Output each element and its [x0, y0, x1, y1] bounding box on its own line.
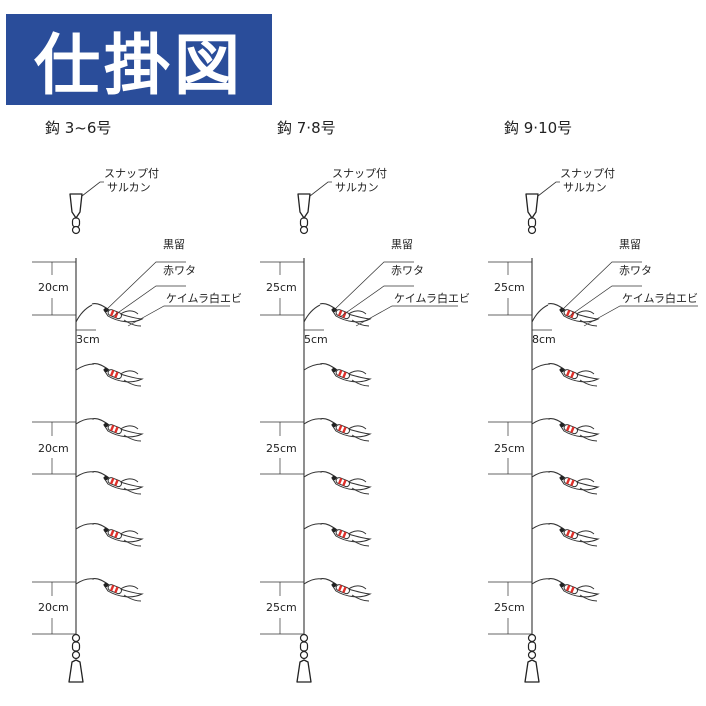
spacing-top-label: 25cm — [266, 281, 297, 294]
bottom-snap-swivel — [68, 633, 84, 683]
label-ebi: ケイムラ白エビ — [622, 291, 698, 305]
label-kurodome: 黒留 — [391, 238, 413, 251]
top-snap-swivel — [297, 193, 311, 235]
page-title: 仕掛図 — [34, 26, 244, 104]
bottom-snap-swivel — [296, 633, 312, 683]
branch-length-label: 5cm — [304, 333, 328, 346]
branch-length-label: 3cm — [76, 333, 100, 346]
label-akawata: 赤ワタ — [163, 264, 196, 277]
spacing-bottom-label: 20cm — [38, 601, 69, 614]
column-2-heading: 鈎 7·8号 — [277, 119, 336, 137]
spacing-mid-label: 25cm — [494, 442, 525, 455]
column-3: 鈎 9·10号 スナップ付 サルカン 黒留 赤ワタ ケイムラ白エビ 8cm 25… — [488, 119, 698, 683]
label-ebi: ケイムラ白エビ — [394, 291, 470, 305]
column-2: 鈎 7·8号 スナップ付 サルカン 黒留 赤ワタ ケイムラ白エビ 5cm 25c… — [260, 119, 470, 683]
spacing-mid-label: 25cm — [266, 442, 297, 455]
column-1-heading: 鈎 3~6号 — [45, 119, 111, 137]
spacing-top-label: 25cm — [494, 281, 525, 294]
spacing-mid-label: 20cm — [38, 442, 69, 455]
spacing-bottom-label: 25cm — [494, 601, 525, 614]
label-kurodome: 黒留 — [619, 238, 641, 251]
spacing-top-label: 20cm — [38, 281, 69, 294]
bottom-snap-swivel — [524, 633, 540, 683]
snap-label-line-2: サルカン — [563, 181, 607, 194]
snap-label-line-1: スナップ付 — [332, 167, 387, 180]
label-kurodome: 黒留 — [163, 238, 185, 251]
title-banner: 仕掛図 — [6, 14, 272, 105]
label-akawata: 赤ワタ — [391, 264, 424, 277]
branch-length-label: 8cm — [532, 333, 556, 346]
snap-label-line-1: スナップ付 — [560, 167, 615, 180]
column-3-heading: 鈎 9·10号 — [504, 119, 572, 137]
spacing-bottom-label: 25cm — [266, 601, 297, 614]
top-snap-swivel — [525, 193, 539, 235]
label-akawata: 赤ワタ — [619, 264, 652, 277]
snap-label-line-1: スナップ付 — [104, 167, 159, 180]
column-1: 鈎 3~6号 スナップ付 サルカン 黒留 赤ワタ ケイムラ白エビ 3cm — [32, 119, 242, 683]
snap-label-line-2: サルカン — [107, 181, 151, 194]
snap-label-line-2: サルカン — [335, 181, 379, 194]
label-ebi: ケイムラ白エビ — [166, 291, 242, 305]
top-snap-swivel — [69, 193, 83, 235]
